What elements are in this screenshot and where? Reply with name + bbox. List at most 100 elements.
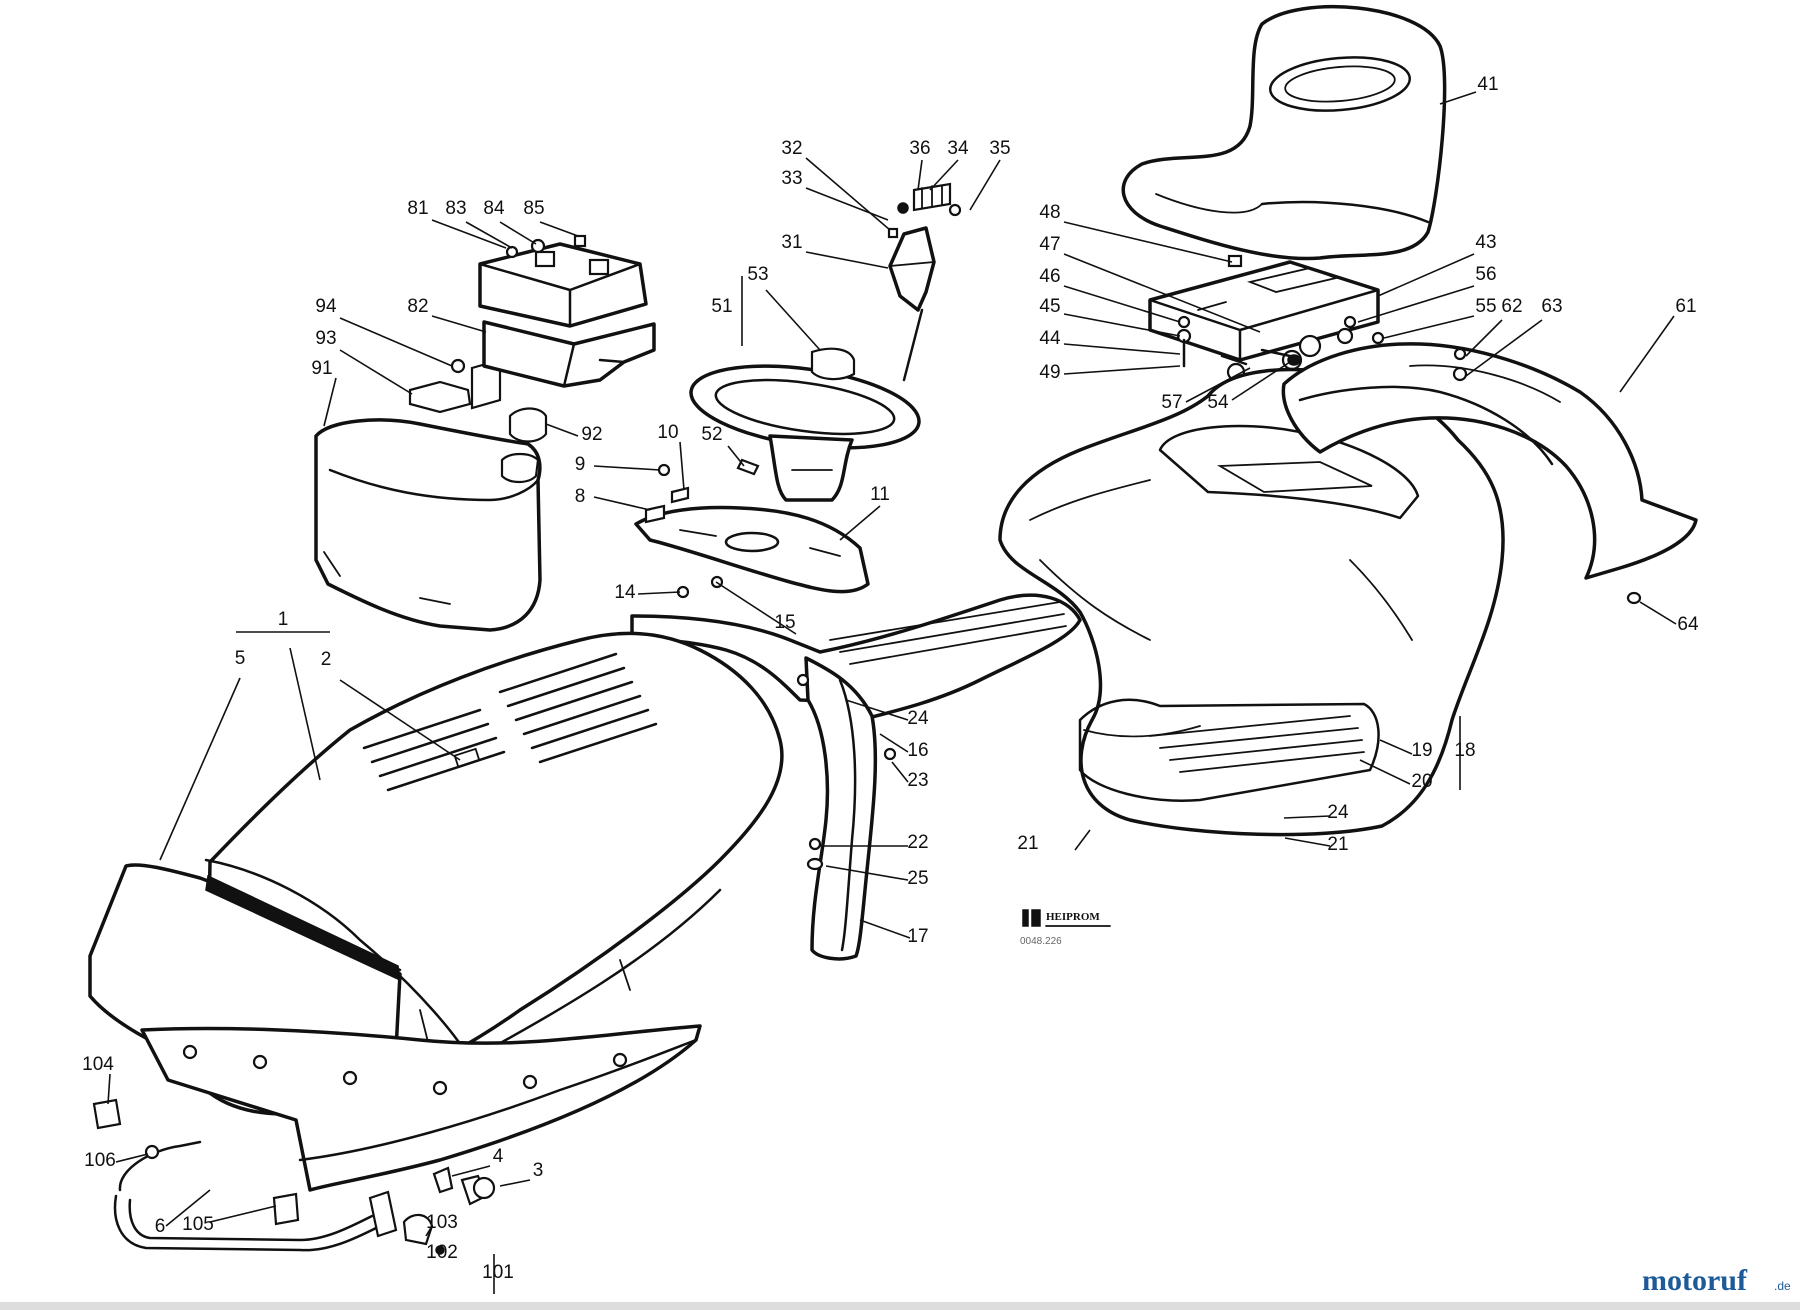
callout-leader-44 [1063, 343, 1181, 355]
steering-column-parts [887, 182, 962, 382]
watermark-brand: motoruf [1642, 1264, 1748, 1297]
callout-leader-15 [715, 581, 797, 635]
callout-leader-106 [115, 1153, 149, 1163]
callout-leader-23 [891, 761, 909, 783]
callout-94: 94 [315, 296, 337, 317]
callout-leader-48 [1063, 221, 1233, 263]
callout-6: 6 [155, 1216, 166, 1237]
callout-1: 1 [278, 609, 289, 630]
callout-106: 106 [84, 1150, 116, 1171]
callout-51: 51 [711, 296, 732, 317]
callout-33: 33 [781, 168, 802, 189]
callout-leader-105 [209, 1205, 277, 1223]
callout-leader-24 [1283, 815, 1331, 819]
callout-92: 92 [581, 424, 602, 445]
manufacturer-stamp: HEIPROM 0048.226 [1020, 909, 1111, 947]
callout-101: 101 [482, 1262, 514, 1283]
callout-14: 14 [614, 582, 636, 603]
callout-41: 41 [1477, 74, 1498, 95]
callout-105: 105 [182, 1214, 214, 1235]
callout-5: 5 [235, 648, 246, 669]
callout-leader-93 [339, 349, 413, 395]
callout-17: 17 [907, 926, 928, 947]
callout-8: 8 [575, 486, 586, 507]
callout-18: 18 [1454, 740, 1475, 761]
callout-91: 91 [311, 358, 332, 379]
callout-leader-21 [1074, 829, 1091, 851]
callout-64: 64 [1677, 614, 1699, 635]
callout-102: 102 [426, 1242, 458, 1263]
callout-4: 4 [493, 1146, 504, 1167]
callout-55: 55 [1475, 296, 1496, 317]
callout-93: 93 [315, 328, 336, 349]
battery-tray-part-82 [482, 320, 656, 388]
callout-leader-6 [165, 1189, 211, 1227]
callout-34: 34 [947, 138, 969, 159]
callout-20: 20 [1411, 771, 1432, 792]
stamp-text: HEIPROM [1046, 911, 1100, 923]
callout-32: 32 [781, 138, 802, 159]
callout-21: 21 [1327, 834, 1348, 855]
side-panel-part-17 [796, 656, 897, 961]
tank-bracket-parts [408, 358, 502, 414]
callout-22: 22 [907, 832, 928, 853]
callout-leader-84 [499, 221, 537, 245]
callout-leader-21 [1284, 837, 1331, 847]
callout-3: 3 [533, 1160, 544, 1181]
callout-leader-25 [825, 865, 909, 881]
callout-leader-16 [879, 733, 909, 753]
callout-24: 24 [907, 708, 929, 729]
callout-leader-11 [839, 505, 881, 541]
callout-81: 81 [407, 198, 428, 219]
callout-45: 45 [1039, 296, 1060, 317]
callout-leader-63 [1465, 319, 1543, 377]
callout-leader-94 [339, 317, 453, 367]
callout-57: 57 [1161, 392, 1182, 413]
callout-leader-64 [1639, 601, 1677, 625]
callout-61: 61 [1675, 296, 1696, 317]
callout-56: 56 [1475, 264, 1496, 285]
front-hardware-parts [432, 1166, 496, 1206]
rear-body-part-18 [998, 367, 1505, 837]
callout-85: 85 [523, 198, 544, 219]
callout-leader-62 [1465, 319, 1503, 357]
callout-leader-3 [499, 1179, 531, 1187]
callout-leader-45 [1063, 313, 1181, 337]
watermark-logo: motoruf .de [1642, 1264, 1791, 1297]
callout-leader-35 [969, 159, 1001, 211]
battery-part-81 [478, 234, 648, 328]
footer-bar [0, 1302, 1800, 1310]
callout-leader-31 [805, 251, 889, 269]
callout-leader-14 [637, 591, 681, 595]
callout-leader-33 [805, 187, 889, 221]
callout-25: 25 [907, 868, 928, 889]
callout-leader-34 [929, 159, 959, 191]
callout-16: 16 [907, 740, 928, 761]
dash-panel-part-11 [634, 463, 870, 599]
callout-leader-57 [1185, 367, 1251, 403]
callout-leader-56 [1357, 285, 1475, 323]
fuel-tank-part-91 [314, 407, 548, 632]
callout-leader-8 [593, 496, 651, 511]
callout-2: 2 [321, 649, 332, 670]
callout-leader-104 [107, 1073, 111, 1105]
rear-fender-part-61 [1281, 342, 1698, 580]
callout-leader-1 [289, 647, 321, 781]
callout-44: 44 [1039, 328, 1061, 349]
callout-leader-5 [159, 677, 241, 861]
lower-frame-part-6 [140, 1024, 702, 1192]
callout-46: 46 [1039, 266, 1060, 287]
callout-leader-2 [339, 679, 461, 761]
front-grille-part-5 [88, 863, 402, 1062]
callout-leader-32 [805, 157, 891, 231]
callout-leader-19 [1379, 739, 1413, 755]
callout-leader-91 [323, 377, 337, 427]
callout-leader-9 [593, 465, 661, 471]
callout-24: 24 [1327, 802, 1349, 823]
callout-48: 48 [1039, 202, 1060, 223]
callout-36: 36 [909, 138, 930, 159]
center-tunnel-part-15 [630, 593, 1082, 722]
callout-21: 21 [1017, 833, 1038, 854]
callout-62: 62 [1501, 296, 1522, 317]
